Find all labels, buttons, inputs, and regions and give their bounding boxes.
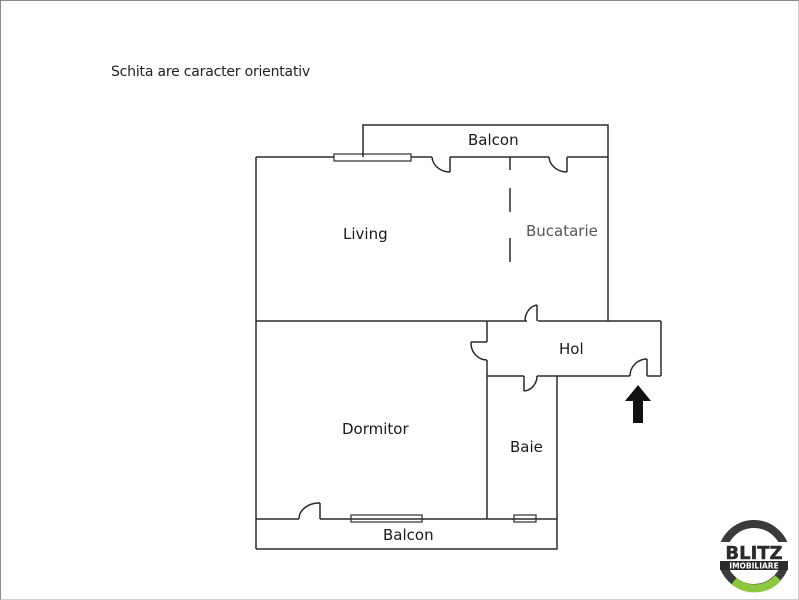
room-label-balcon-top: Balcon [468, 131, 519, 149]
arrow-up-icon [625, 385, 651, 423]
balcony-top-outline [362, 124, 609, 157]
logo-text-imobiliare: IMOBILIARE [729, 562, 778, 571]
logo-text-blitz: BLITZ [725, 543, 782, 564]
room-label-hol: Hol [559, 340, 584, 358]
room-label-balcon-bottom: Balcon [383, 526, 434, 544]
window-bottom [350, 514, 423, 523]
room-label-living: Living [343, 225, 388, 243]
window-bath [513, 514, 537, 523]
window-top [333, 153, 412, 162]
room-label-dormitor: Dormitor [342, 420, 409, 438]
balcony-bottom-outline [256, 519, 558, 550]
room-label-baie: Baie [510, 438, 543, 456]
blitz-imobiliare-logo: BLITZ IMOBILIARE [718, 520, 790, 593]
disclaimer-note: Schita are caracter orientativ [111, 64, 311, 80]
room-label-bucatarie: Bucatarie [526, 222, 598, 240]
